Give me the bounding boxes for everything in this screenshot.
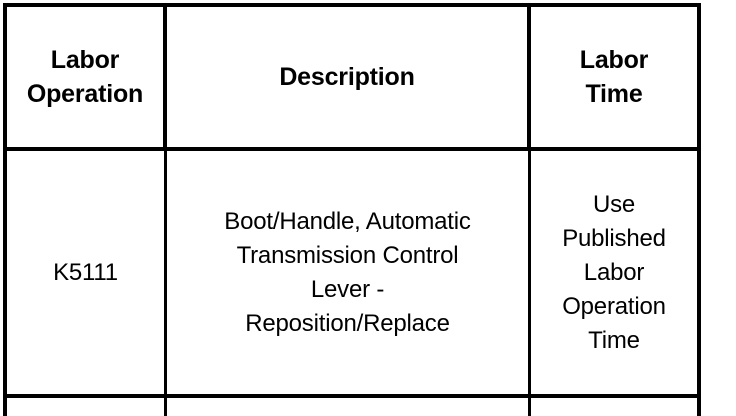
labor-operation-table: Labor Operation Description Labor Time K…: [3, 3, 701, 416]
cell-labor-operation: [7, 398, 167, 416]
cell-description-value: Boot/Handle, Automatic Transmission Cont…: [224, 207, 471, 337]
column-header-labor-time-label: Labor Time: [579, 46, 649, 108]
cell-labor-time-value: Use Published Labor Operation Time: [562, 190, 666, 354]
cell-description: Boot/Handle, Automatic Transmission Cont…: [167, 151, 531, 394]
cell-labor-operation: K5111: [7, 151, 167, 394]
column-header-description: Description: [167, 7, 531, 147]
column-header-labor-operation: Labor Operation: [7, 7, 167, 147]
cell-labor-time: [531, 398, 697, 416]
table-row: [7, 398, 697, 416]
column-header-labor-operation-label: Labor Operation: [26, 46, 144, 108]
cell-labor-operation-value: K5111: [53, 258, 118, 286]
column-header-description-label: Description: [279, 63, 415, 91]
table-row: K5111 Boot/Handle, Automatic Transmissio…: [7, 151, 697, 398]
cell-description: [167, 398, 531, 416]
column-header-labor-time: Labor Time: [531, 7, 697, 147]
cell-labor-time: Use Published Labor Operation Time: [531, 151, 697, 394]
table-header-row: Labor Operation Description Labor Time: [7, 7, 697, 151]
